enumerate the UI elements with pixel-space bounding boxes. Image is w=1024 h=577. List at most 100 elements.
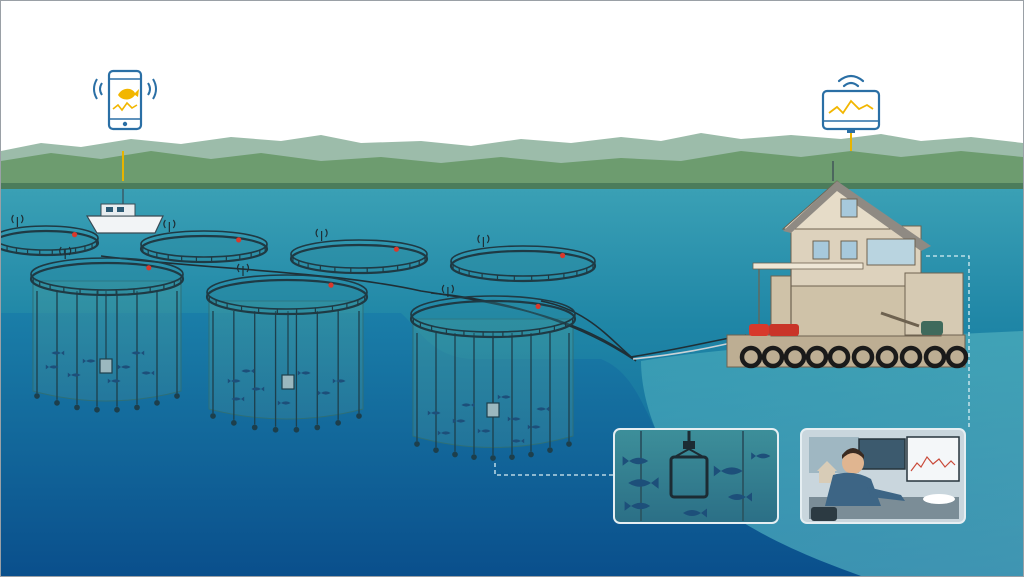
fish — [624, 501, 651, 511]
net-weight — [293, 426, 300, 433]
fish-pen-ring — [449, 234, 597, 283]
sensor-antenna-icon — [441, 284, 454, 297]
callout-dashed-lines — [494, 255, 970, 476]
monitor-chart-icon — [821, 89, 881, 133]
net-weight — [251, 424, 258, 431]
sensor-antenna-icon — [477, 234, 490, 247]
inset-fish — [622, 452, 771, 518]
fish — [241, 368, 255, 374]
tire — [805, 345, 829, 369]
smartphone-icon — [107, 69, 143, 131]
net-weight — [231, 420, 237, 426]
near-hills — [1, 151, 1023, 191]
camera-right — [486, 331, 500, 418]
dock-tires — [739, 345, 969, 369]
fish-pens — [1, 214, 597, 339]
fish — [82, 358, 96, 364]
net-weight — [174, 393, 180, 399]
fish — [231, 396, 245, 402]
tire — [827, 345, 851, 369]
buoy — [328, 282, 334, 288]
fish — [131, 350, 145, 356]
tire — [923, 345, 947, 369]
submerged-net-middle — [208, 300, 364, 420]
fish — [227, 378, 241, 384]
net-weight — [566, 441, 572, 447]
fish — [117, 364, 131, 370]
fish-school — [45, 350, 550, 444]
net-weight — [471, 454, 477, 460]
fish — [507, 416, 521, 422]
net-weight — [34, 393, 40, 399]
net-weight — [94, 406, 100, 413]
wifi-icon — [837, 74, 865, 88]
fish-pen-ring — [29, 246, 185, 297]
fish-pen-ring — [1, 214, 100, 257]
net-weight — [414, 441, 420, 447]
fish — [511, 438, 525, 444]
tire — [875, 345, 899, 369]
camera-left — [99, 291, 113, 374]
fish — [713, 465, 743, 477]
net-weight — [210, 413, 216, 419]
fish — [527, 424, 541, 430]
sensor-antenna-icon — [11, 214, 24, 227]
camera-middle — [281, 311, 295, 390]
buoy — [535, 303, 541, 309]
net-weight — [356, 413, 362, 419]
shoreline — [1, 183, 1023, 189]
net-weight — [433, 447, 439, 453]
fish — [67, 372, 81, 378]
fish — [683, 508, 707, 518]
fish — [317, 390, 331, 396]
sensor-antenna-icon — [59, 246, 72, 259]
net-weight — [272, 426, 279, 433]
buoy — [560, 252, 566, 259]
sensor-antenna-icon — [236, 263, 250, 276]
wireless-signal-icon — [93, 78, 157, 100]
net-weight — [134, 404, 140, 411]
net-weight — [335, 420, 341, 426]
fish-icon — [118, 88, 139, 100]
fish — [251, 386, 265, 392]
submerged-net-left — [32, 280, 182, 402]
tire — [761, 345, 785, 369]
sensor-antenna-icon — [315, 228, 328, 241]
fish — [477, 428, 491, 434]
fish-pen-ring — [139, 219, 269, 264]
net-weight — [452, 451, 458, 458]
fish — [622, 456, 649, 466]
net-weight — [490, 455, 496, 461]
fish — [45, 364, 59, 370]
tire — [945, 345, 969, 369]
buoy — [236, 237, 242, 243]
fish — [628, 477, 659, 489]
fish — [536, 406, 550, 412]
tire — [783, 345, 807, 369]
buoy — [72, 232, 78, 238]
net-weight — [547, 447, 553, 453]
fish — [297, 370, 311, 376]
fish — [461, 402, 475, 408]
buoy — [146, 265, 152, 271]
fish — [107, 378, 121, 384]
fish — [51, 350, 65, 356]
net-weight — [74, 404, 80, 411]
tire — [739, 345, 763, 369]
fish — [437, 430, 451, 436]
fish-pen-ring — [409, 284, 577, 339]
fish — [497, 394, 511, 400]
inset-operator-room — [800, 428, 966, 524]
net-weight — [114, 406, 120, 413]
work-boat — [85, 151, 164, 234]
fish-pen-ring — [205, 263, 369, 316]
fish — [427, 410, 441, 416]
tire — [851, 345, 875, 369]
fish — [277, 400, 291, 406]
tire — [899, 345, 923, 369]
net-weight — [314, 424, 321, 431]
fish-pen-ring — [289, 228, 429, 275]
net-weight — [54, 400, 60, 406]
